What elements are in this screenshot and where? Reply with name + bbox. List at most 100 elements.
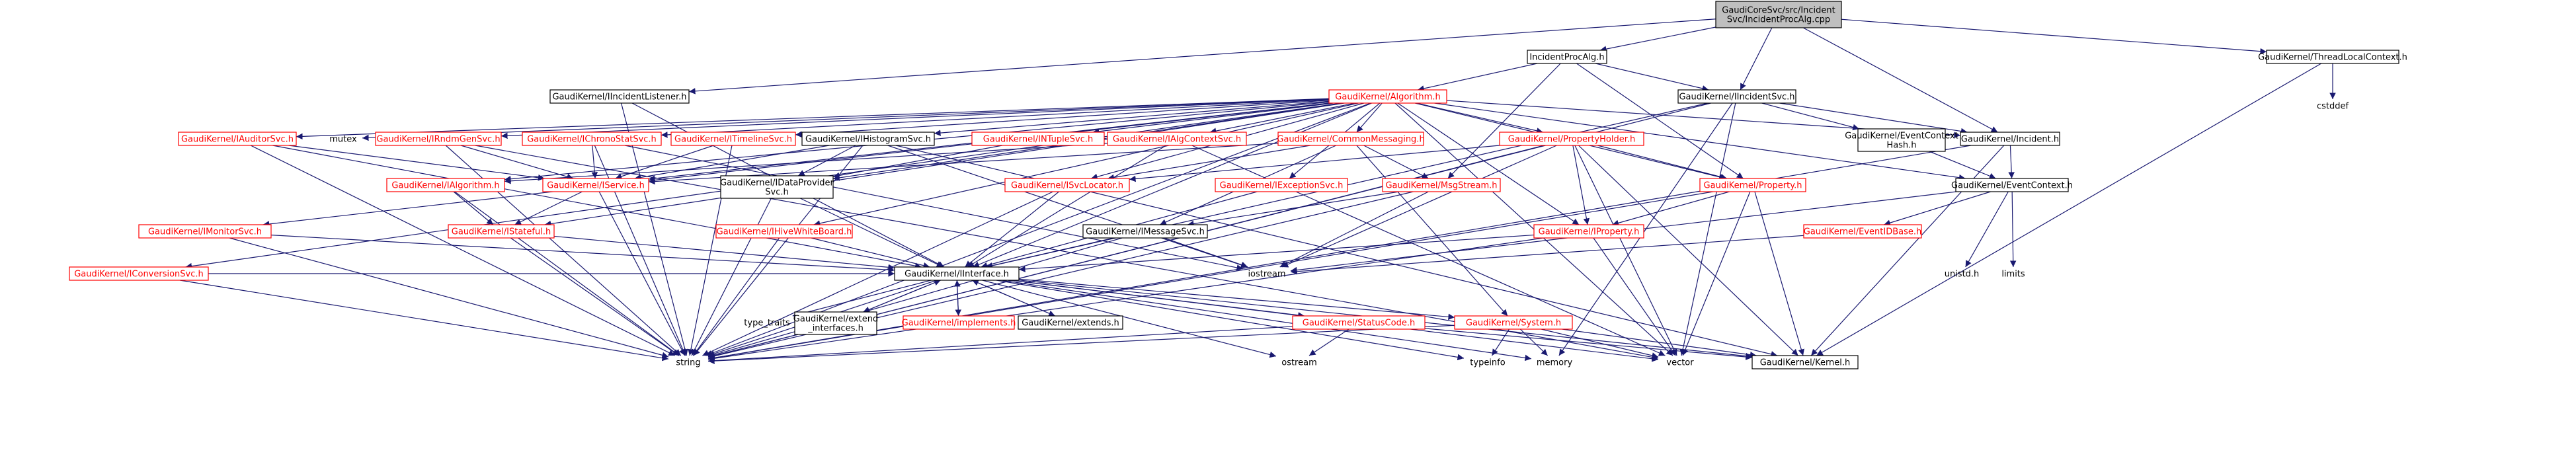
node-IMonitorSvc[interactable]: GaudiKernel/IMonitorSvc.h bbox=[138, 224, 272, 239]
node-label: Hash.h bbox=[1886, 141, 1916, 151]
node-label: GaudiKernel/IAuditorSvc.h bbox=[181, 135, 294, 145]
edge bbox=[1572, 145, 1590, 225]
node-extends[interactable]: GaudiKernel/extends.h bbox=[1018, 315, 1123, 330]
node-IAlgorithm[interactable]: GaudiKernel/IAlgorithm.h bbox=[386, 178, 505, 192]
node-Kernel[interactable]: GaudiKernel/Kernel.h bbox=[1751, 355, 1859, 369]
edge-StatusCode-to-ostream bbox=[1308, 328, 1349, 356]
node-label: GaudiKernel/IHiveWhiteBoard.h bbox=[717, 227, 852, 237]
node-IHiveWhiteBoard[interactable]: GaudiKernel/IHiveWhiteBoard.h bbox=[715, 224, 853, 239]
node-box bbox=[1107, 132, 1247, 146]
node-label: cstddef bbox=[2317, 102, 2349, 112]
edge bbox=[362, 98, 1330, 141]
edge-StatusCode-to-Kernel bbox=[1424, 328, 1753, 360]
edge bbox=[1164, 237, 1248, 268]
node-ThreadLocalContext[interactable]: GaudiKernel/ThreadLocalContext.h bbox=[2258, 50, 2407, 64]
node-box bbox=[138, 224, 272, 239]
node-Property[interactable]: GaudiKernel/Property.h bbox=[1699, 178, 1806, 192]
edge-Algorithm-to-mutex bbox=[362, 98, 1330, 141]
node-IService[interactable]: GaudiKernel/IService.h bbox=[542, 178, 649, 192]
edge bbox=[1761, 102, 1860, 131]
edge-StatusCode-to-string bbox=[707, 326, 1293, 364]
node-IInterface[interactable]: GaudiKernel/IInterface.h bbox=[894, 266, 1020, 281]
node-MsgStream[interactable]: GaudiKernel/MsgStream.h bbox=[1382, 178, 1501, 192]
node-label: mutex bbox=[329, 135, 357, 145]
node-IIncidentSvc[interactable]: GaudiKernel/IIncidentSvc.h bbox=[1677, 89, 1796, 104]
edge bbox=[1597, 145, 1728, 180]
node-label: GaudiKernel/IChronoStatSvc.h bbox=[527, 135, 657, 145]
node-System[interactable]: GaudiKernel/System.h bbox=[1454, 315, 1573, 330]
edge-IProperty-to-IInterface bbox=[1018, 234, 1535, 272]
edge-IAlgorithm-to-IStateful bbox=[453, 191, 494, 225]
edge-Algorithm-to-IHistogramSvc bbox=[934, 100, 1330, 136]
node-Incident[interactable]: GaudiKernel/Incident.h bbox=[1960, 132, 2060, 146]
edge bbox=[1929, 151, 1996, 179]
node-extend_interfaces[interactable]: GaudiKernel/extend_interfaces.h bbox=[793, 311, 878, 335]
edge-INTupleSvc-to-IDataProviderSvc bbox=[832, 145, 1002, 179]
edge bbox=[1018, 234, 1535, 272]
node-IConversionSvc[interactable]: GaudiKernel/IConversionSvc.h bbox=[69, 266, 209, 281]
node-label: memory bbox=[1537, 358, 1573, 368]
edge bbox=[973, 102, 1372, 268]
edge-IAuditorSvc-to-IInterface bbox=[272, 145, 922, 269]
node-label: GaudiKernel/IAlgorithm.h bbox=[391, 181, 499, 191]
node-IChronoStatSvc[interactable]: GaudiKernel/IChronoStatSvc.h bbox=[522, 132, 662, 146]
node-implements[interactable]: GaudiKernel/implements.h bbox=[902, 315, 1016, 330]
edge bbox=[1434, 102, 1966, 181]
node-label: GaudiKernel/EventContext.h bbox=[1951, 181, 2073, 191]
edge bbox=[1576, 63, 1744, 179]
edge bbox=[792, 280, 932, 318]
edge bbox=[1612, 191, 1730, 227]
node-box bbox=[1082, 224, 1208, 239]
node-EventContext[interactable]: GaudiKernel/EventContext.h bbox=[1951, 178, 2073, 192]
edge bbox=[648, 143, 1279, 185]
node-IAlgContextSvc[interactable]: GaudiKernel/IAlgContextSvc.h bbox=[1107, 132, 1247, 146]
edge-IIncidentSvc-to-vector bbox=[1679, 102, 1736, 356]
node-Algorithm[interactable]: GaudiKernel/Algorithm.h bbox=[1328, 89, 1447, 104]
edge-IAlgContextSvc-to-IAlgorithm bbox=[504, 143, 1108, 184]
edge-extends-to-IInterface bbox=[972, 280, 1055, 317]
edge-IInterface-to-typeinfo bbox=[996, 280, 1465, 361]
node-box bbox=[2266, 50, 2399, 64]
node-IExceptionSvc[interactable]: GaudiKernel/IExceptionSvc.h bbox=[1215, 178, 1348, 192]
edge bbox=[1562, 328, 1757, 358]
node-box bbox=[794, 311, 877, 335]
edge bbox=[1578, 145, 1798, 356]
edge bbox=[453, 191, 494, 225]
node-IStateful[interactable]: GaudiKernel/IStateful.h bbox=[448, 224, 555, 239]
edge bbox=[250, 145, 676, 356]
node-IRndmGenSvc[interactable]: GaudiKernel/IRndmGenSvc.h bbox=[375, 132, 502, 146]
node-label: GaudiKernel/ITimelineSvc.h bbox=[674, 135, 792, 145]
edge bbox=[1356, 145, 1508, 317]
node-IProperty[interactable]: GaudiKernel/IProperty.h bbox=[1533, 224, 1644, 239]
node-IIncidentListener[interactable]: GaudiKernel/IIncidentListener.h bbox=[549, 89, 690, 104]
node-root[interactable]: GaudiCoreSvc/src/IncidentSvc/IncidentPro… bbox=[1715, 1, 1842, 28]
node-PropertyHolder[interactable]: GaudiKernel/PropertyHolder.h bbox=[1499, 132, 1644, 146]
edge bbox=[707, 326, 1293, 364]
node-IMessageSvc[interactable]: GaudiKernel/IMessageSvc.h bbox=[1082, 224, 1208, 239]
node-CommonMessaging[interactable]: GaudiKernel/CommonMessaging.h bbox=[1277, 132, 1425, 146]
edge bbox=[1558, 102, 1733, 356]
edge bbox=[1107, 145, 1310, 181]
edge-IStateful-to-IInterface bbox=[553, 235, 895, 271]
edge bbox=[272, 145, 922, 269]
node-IncidentProcAlg[interactable]: IncidentProcAlg.h bbox=[1527, 50, 1607, 64]
node-label: GaudiKernel/extends.h bbox=[1022, 319, 1119, 328]
node-IAuditorSvc[interactable]: GaudiKernel/IAuditorSvc.h bbox=[178, 132, 297, 146]
node-ISvcLocator[interactable]: GaudiKernel/ISvcLocator.h bbox=[1004, 178, 1130, 192]
node-label: GaudiKernel/System.h bbox=[1466, 319, 1561, 328]
node-EventIDBase[interactable]: GaudiKernel/EventIDBase.h bbox=[1803, 224, 1922, 239]
node-label: GaudiKernel/IProperty.h bbox=[1539, 227, 1640, 237]
edge-EventContextHash-to-EventContext bbox=[1929, 151, 1996, 179]
node-StatusCode[interactable]: GaudiKernel/StatusCode.h bbox=[1292, 315, 1426, 330]
edge-System-to-memory bbox=[1519, 328, 1549, 356]
node-ITimelineSvc[interactable]: GaudiKernel/ITimelineSvc.h bbox=[670, 132, 796, 146]
edge bbox=[982, 280, 1277, 358]
node-IHistogramSvc[interactable]: GaudiKernel/IHistogramSvc.h bbox=[801, 132, 935, 146]
edge-IConversionSvc-to-string bbox=[179, 280, 669, 362]
node-memory: memory bbox=[1537, 358, 1573, 368]
node-box bbox=[69, 266, 209, 281]
node-label: GaudiKernel/PropertyHolder.h bbox=[1508, 135, 1636, 145]
node-INTupleSvc[interactable]: GaudiKernel/INTupleSvc.h bbox=[971, 132, 1105, 146]
